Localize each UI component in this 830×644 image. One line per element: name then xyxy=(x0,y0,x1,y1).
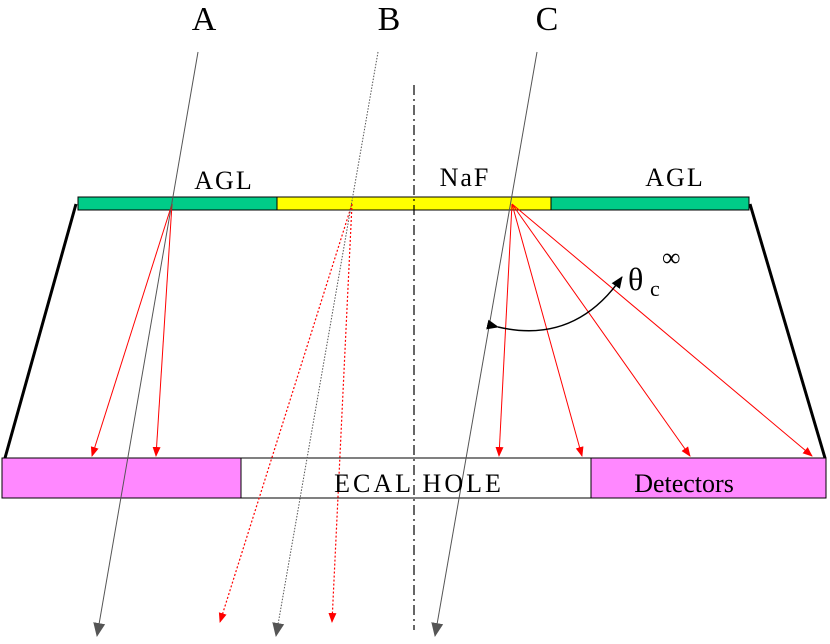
detectors-label: Detectors xyxy=(634,469,734,498)
photon-ray-b2 xyxy=(328,203,353,623)
track-b-label: B xyxy=(378,1,401,38)
ecal-hole-label: ECAL HOLE xyxy=(334,469,504,498)
photon-ray-c1 xyxy=(495,203,513,457)
agl-right-radiator xyxy=(550,196,750,211)
track-a-label: A xyxy=(192,1,217,38)
agl-left-radiator xyxy=(77,196,278,211)
left-wall xyxy=(3,203,78,459)
track-b xyxy=(272,51,379,637)
theta-label: θ xyxy=(628,261,643,297)
photon-ray-a2 xyxy=(152,203,173,457)
naf-label: NaF xyxy=(440,163,491,192)
track-a xyxy=(93,51,199,637)
cherenkov-angle-arc xyxy=(486,276,623,332)
right-wall xyxy=(748,203,827,459)
detector-left xyxy=(1,457,242,499)
theta-subscript: c xyxy=(650,276,660,301)
theta-superscript: ∞ xyxy=(662,243,681,272)
photon-ray-c4 xyxy=(511,203,813,457)
track-c-label: C xyxy=(536,1,559,38)
track-c xyxy=(431,51,538,637)
detector-right xyxy=(590,457,827,499)
agl-left-label: AGL xyxy=(194,166,253,195)
agl-right-label: AGL xyxy=(645,163,704,192)
photon-ray-a1 xyxy=(90,203,173,457)
ecal-hole xyxy=(240,457,592,499)
photon-ray-c3 xyxy=(511,203,691,457)
photon-ray-b1 xyxy=(218,203,353,623)
